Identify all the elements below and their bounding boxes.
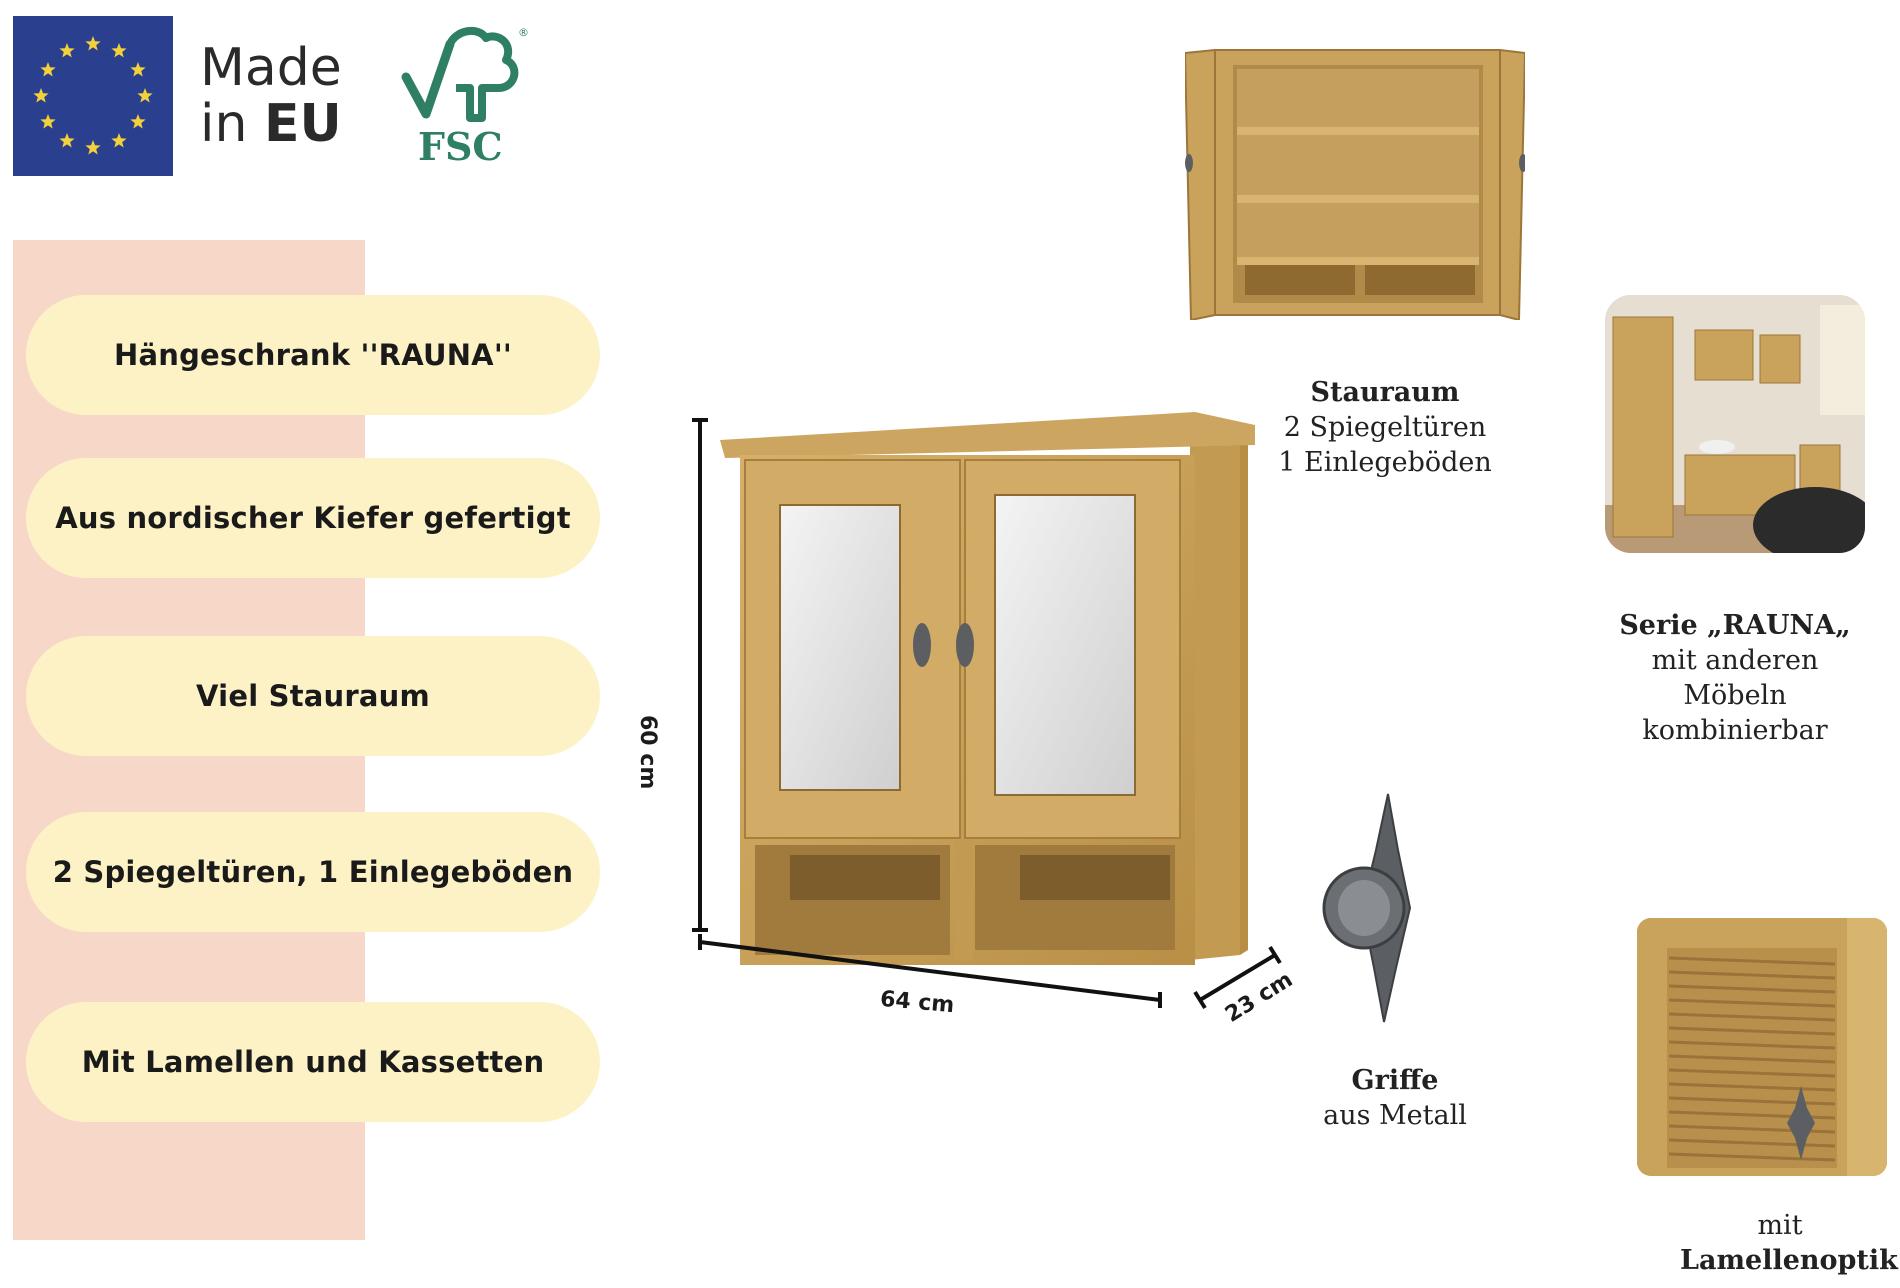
eu-star-icon	[85, 140, 101, 155]
lamella-slat	[1668, 1068, 1836, 1078]
eu-star-icon	[137, 88, 153, 103]
feature-pill: Mit Lamellen und Kassetten	[26, 1002, 600, 1122]
eu-star-icon	[33, 88, 49, 103]
feature-pill: 2 Spiegeltüren, 1 Einlegeböden	[26, 812, 600, 932]
griffe-caption: Griffe aus Metall	[1323, 1065, 1467, 1131]
eu-star-icon	[111, 133, 127, 148]
dimension-height-label: 60 cm	[635, 715, 660, 790]
cabinet-image	[700, 400, 1300, 1000]
lamella-slat	[1668, 1138, 1836, 1148]
eu-star-icon	[40, 114, 56, 129]
feature-pill: Viel Stauraum	[26, 636, 600, 756]
lamellen-door-image	[1637, 918, 1887, 1176]
lamella-slat	[1668, 1096, 1836, 1106]
stauraum-caption: Stauraum 2 Spiegeltüren 1 Einlegeböden	[1278, 377, 1492, 478]
lamella-slat	[1668, 1152, 1836, 1162]
lamella-slat	[1668, 984, 1836, 994]
made-in-eu-label: Made in EU	[200, 38, 342, 154]
serie-room-image	[1605, 295, 1865, 553]
lamella-slat	[1668, 998, 1836, 1008]
open-cabinet-image	[1183, 45, 1527, 322]
lamella-slat	[1668, 970, 1836, 980]
eu-star-icon	[40, 62, 56, 77]
registered-mark: ®	[518, 26, 528, 39]
lamella-slat	[1668, 1040, 1836, 1050]
eu-star-icon	[111, 43, 127, 58]
feature-pill: Hängeschrank ''RAUNA''	[26, 295, 600, 415]
fsc-label: FSC	[418, 124, 503, 169]
eu-star-icon	[130, 114, 146, 129]
lamella-slat	[1668, 956, 1836, 966]
eu-star-icon	[85, 36, 101, 51]
lamellen-caption: mit Lamellenoptik	[1680, 1210, 1898, 1276]
lamella-slat	[1668, 1054, 1836, 1064]
eu-star-icon	[130, 62, 146, 77]
serie-caption: Serie „RAUNA„ mit anderen Möbeln kombini…	[1619, 610, 1851, 746]
lamella-slat	[1668, 1012, 1836, 1022]
eu-star-icon	[59, 133, 75, 148]
eu-star-icon	[59, 43, 75, 58]
feature-pill: Aus nordischer Kiefer gefertigt	[26, 458, 600, 578]
fsc-logo-icon: ® FSC	[398, 22, 529, 172]
eu-flag-icon	[13, 16, 173, 176]
lamella-slat	[1668, 1082, 1836, 1092]
metal-handle-image	[1320, 790, 1420, 1030]
dimension-lines	[690, 410, 1330, 1030]
lamella-slat	[1668, 1026, 1836, 1036]
